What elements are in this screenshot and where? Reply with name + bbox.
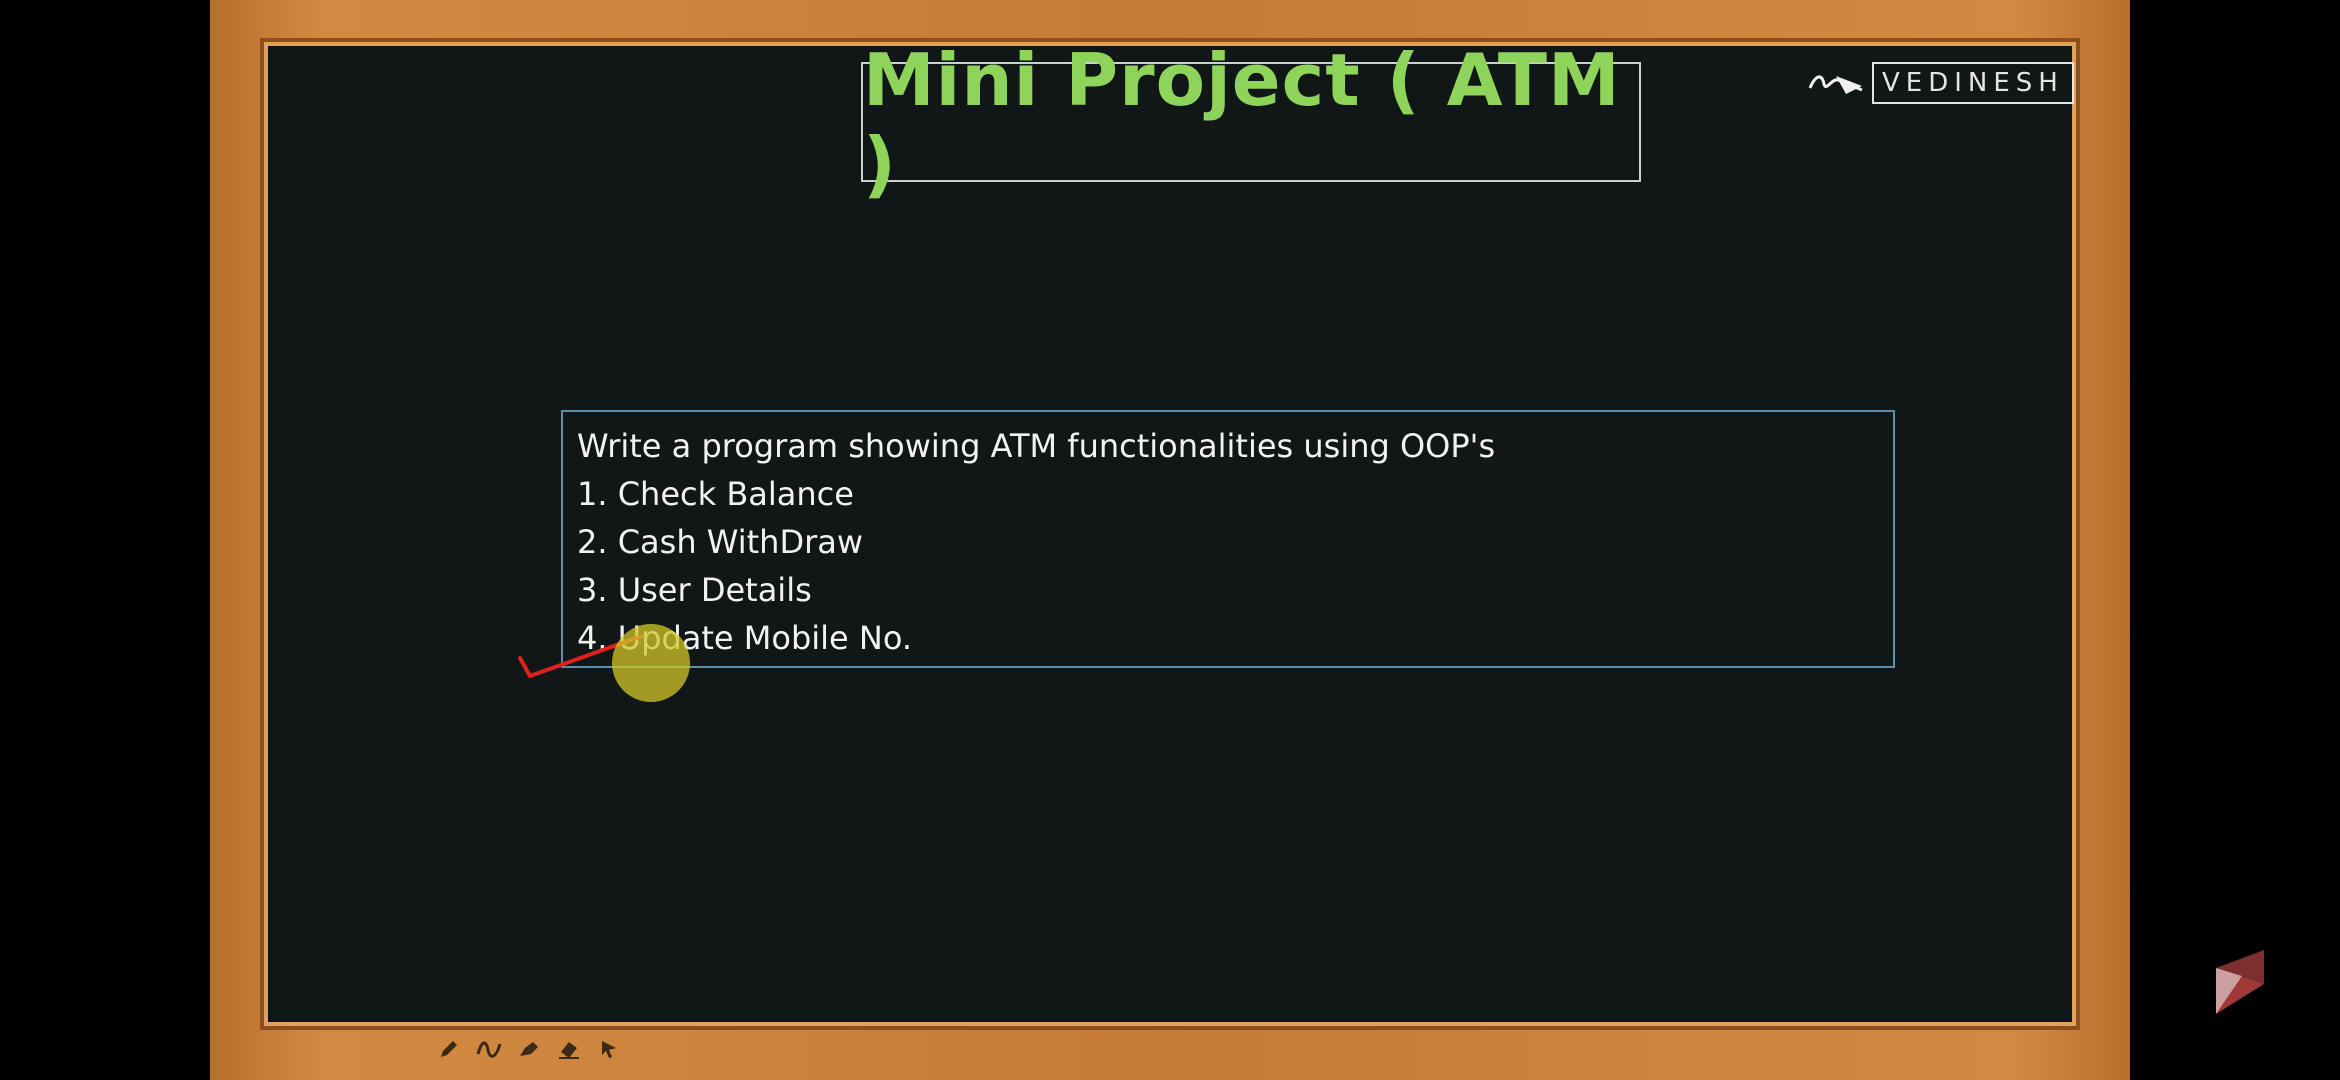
blackboard: Mini Project ( ATM ) VEDINESH Write a pr… <box>268 38 2074 1022</box>
curve-icon[interactable] <box>476 1036 502 1062</box>
task-item: 1. Check Balance <box>577 475 854 513</box>
highlighter-icon[interactable] <box>516 1036 542 1062</box>
logo-text: VEDINESH <box>1872 62 2074 104</box>
title-box: Mini Project ( ATM ) <box>861 38 1641 206</box>
task-description: Write a program showing ATM functionalit… <box>577 427 1496 465</box>
wooden-frame: Mini Project ( ATM ) VEDINESH Write a pr… <box>210 0 2130 1080</box>
task-box: Write a program showing ATM functionalit… <box>561 410 1895 668</box>
task-item: 2. Cash WithDraw <box>577 523 864 561</box>
logo-scribble-icon <box>1808 75 1863 94</box>
task-item: 4. Update Mobile No. <box>577 619 913 657</box>
eraser-icon[interactable] <box>556 1036 582 1062</box>
pointer-icon[interactable] <box>596 1036 622 1062</box>
laser-pointer <box>612 624 690 702</box>
task-item: 3. User Details <box>577 571 812 609</box>
pen-icon[interactable] <box>436 1036 462 1062</box>
play-logo-icon <box>2216 950 2264 1014</box>
red-checkmark-annotation <box>518 634 644 678</box>
vedinesh-logo: VEDINESH <box>1806 62 2074 104</box>
slide-title: Mini Project ( ATM ) <box>863 38 1621 206</box>
drawing-toolbar <box>436 1036 622 1062</box>
